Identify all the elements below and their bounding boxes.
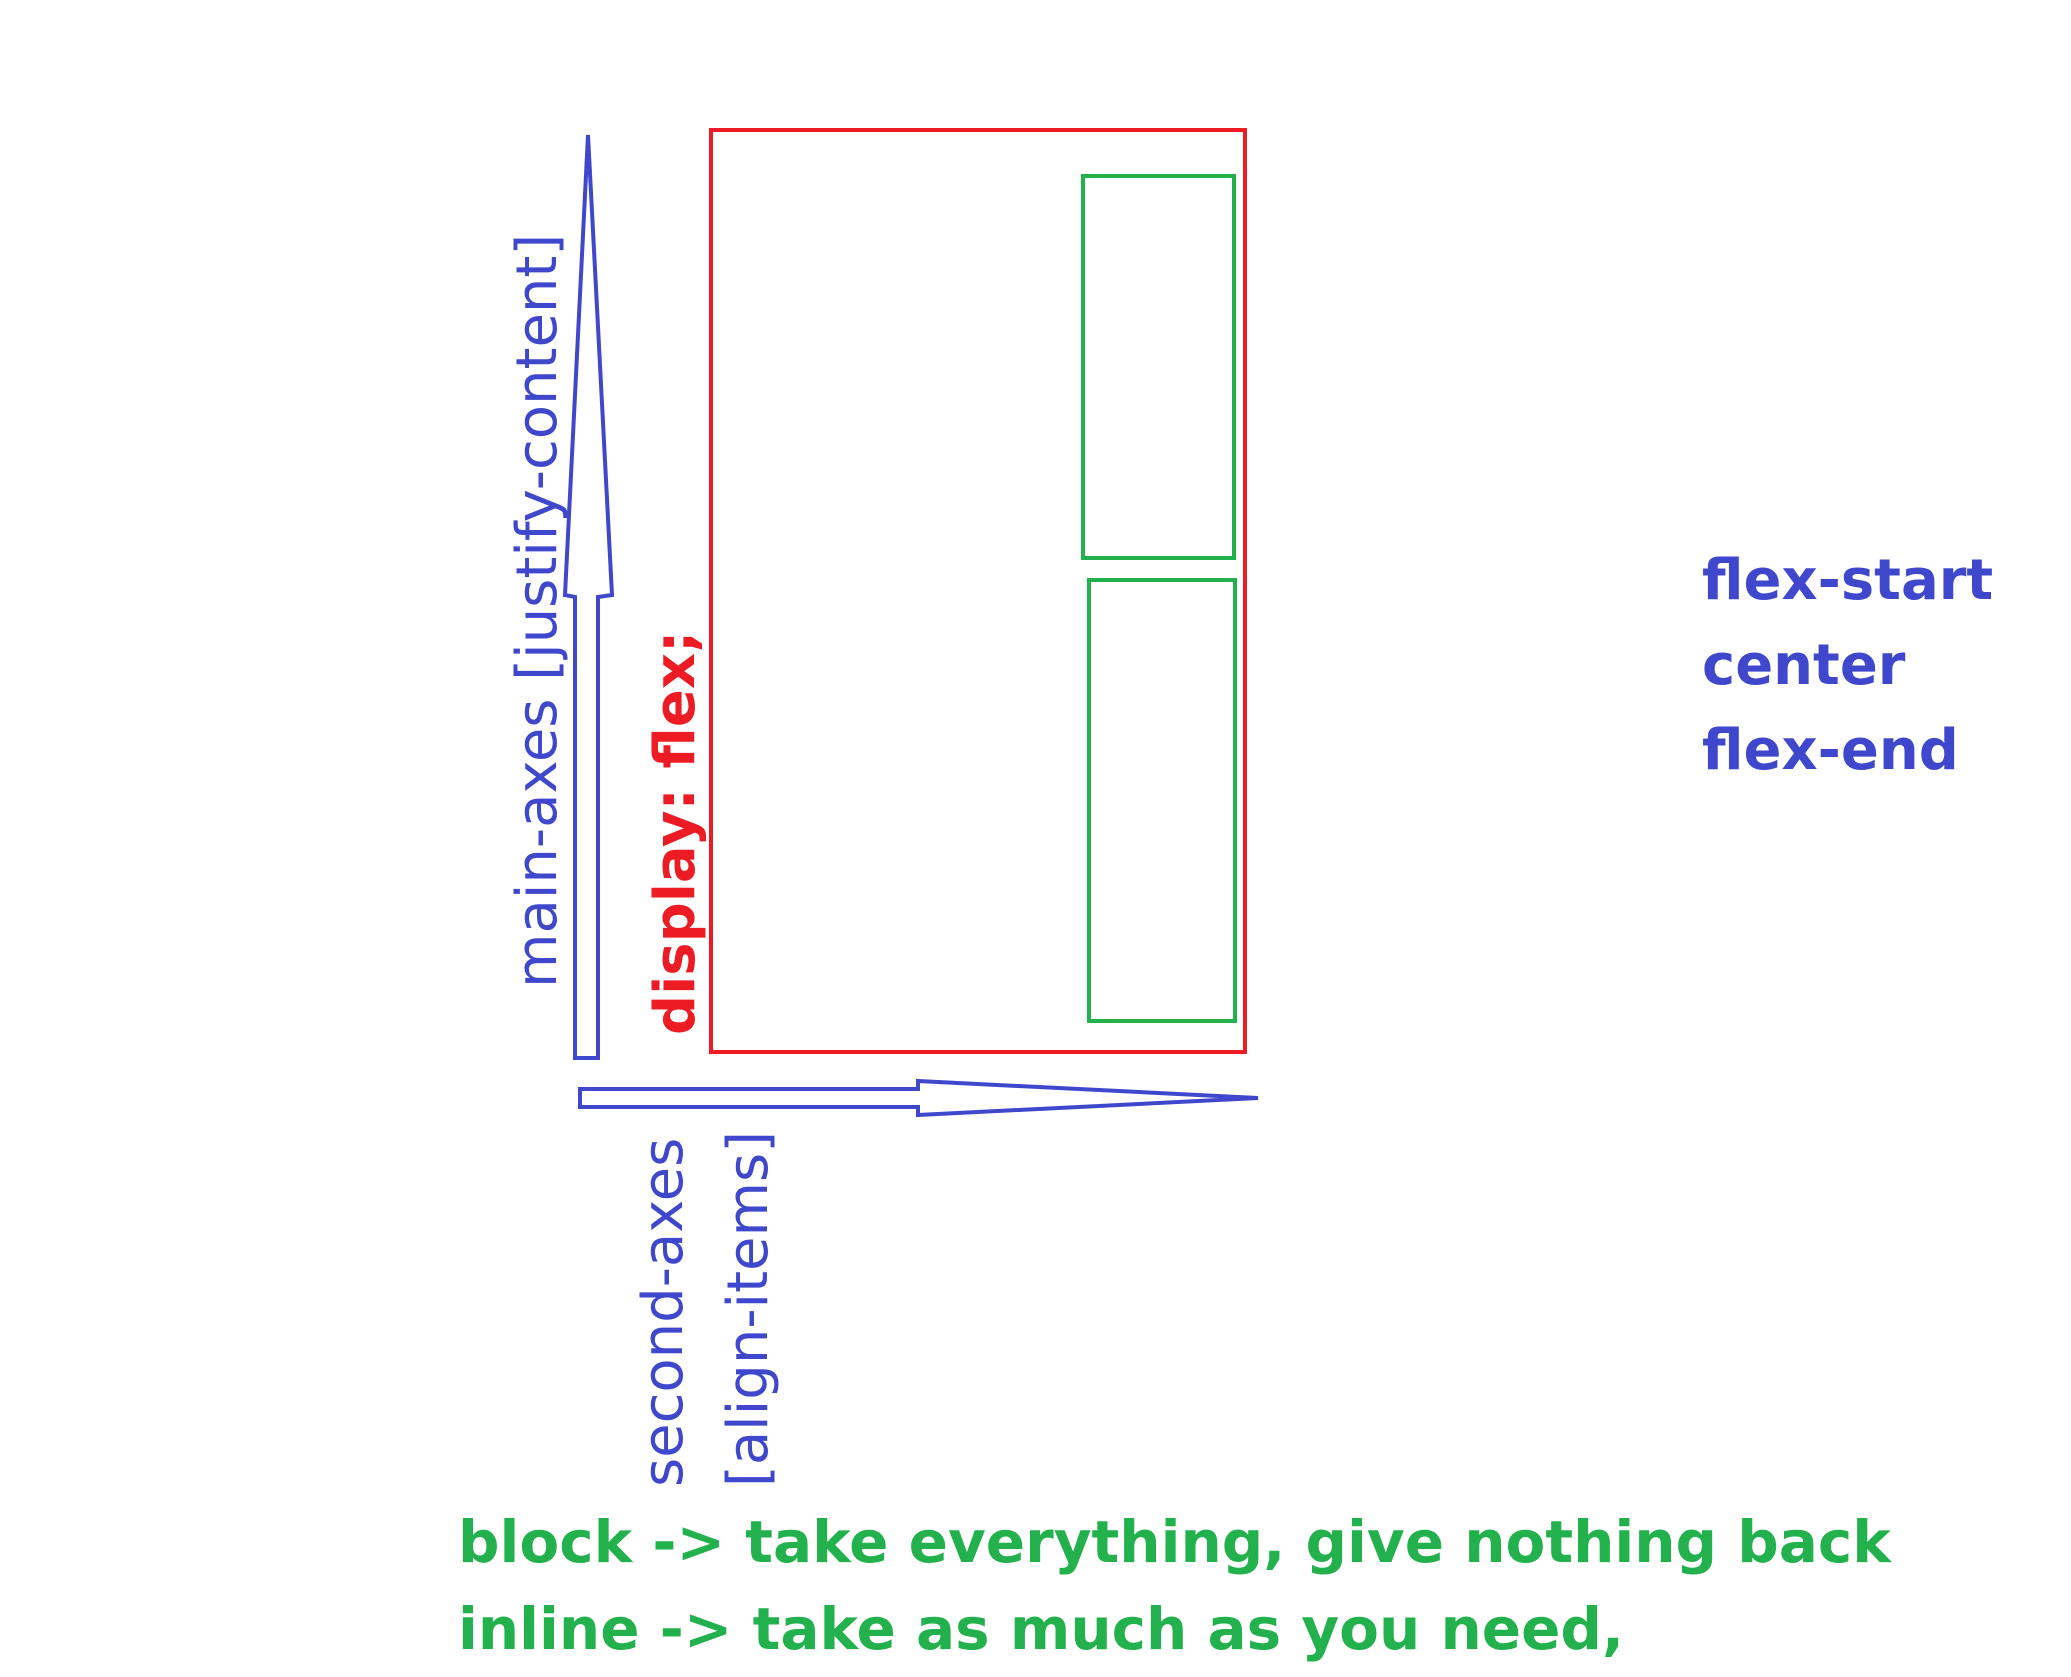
main-axis-label: main-axes [justify-content] [505, 234, 570, 988]
alignment-value-center: center [1702, 633, 1906, 698]
second-axis-arrow [578, 1078, 1259, 1118]
flex-item-box-2 [1087, 578, 1237, 1023]
second-axis-property-label: [align-items] [716, 1131, 781, 1487]
flex-item-box-1 [1081, 174, 1236, 560]
second-axis-label: second-axes [631, 1138, 696, 1487]
flex-container-box [709, 128, 1247, 1054]
alignment-values-list: flex-start center flex-end [1702, 538, 1993, 793]
inline-note: inline -> take as much as you need, [458, 1595, 1624, 1663]
alignment-value-flex-end: flex-end [1702, 718, 1959, 783]
container-label: display: flex; [643, 631, 708, 1035]
alignment-value-flex-start: flex-start [1702, 548, 1994, 613]
block-note: block -> take everything, give nothing b… [458, 1508, 1891, 1576]
main-axis-arrow [562, 134, 615, 1060]
